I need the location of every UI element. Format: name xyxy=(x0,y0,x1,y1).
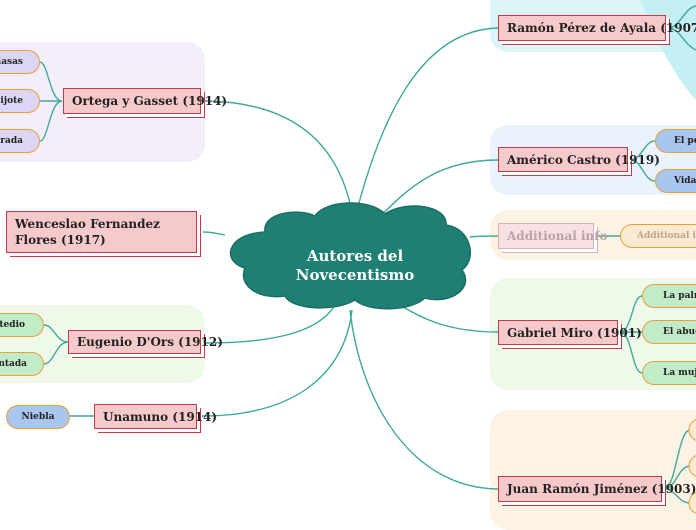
zone-jimenez xyxy=(490,410,696,530)
link-ortega-children xyxy=(39,61,63,142)
jimenez-child-3 xyxy=(688,492,696,514)
branch-jimenez[interactable]: Juan Ramón Jiménez (1903) xyxy=(498,476,696,502)
unamuno-child-niebla[interactable]: Niebla xyxy=(6,405,70,429)
ortega-child-masas[interactable]: masas xyxy=(0,50,40,74)
miro-child-mujer[interactable]: La muje xyxy=(642,361,696,385)
link-castro xyxy=(374,159,499,223)
ortega-child-brada[interactable]: brada xyxy=(0,129,40,153)
central-topic[interactable]: Autores del Novecentismo xyxy=(275,247,435,285)
branch-castro[interactable]: Américo Castro (1919) xyxy=(498,147,660,172)
dors-child-encantada[interactable]: antada xyxy=(0,352,44,376)
dors-child-tedio[interactable]: l tedio xyxy=(0,313,44,337)
link-additional xyxy=(469,235,499,238)
ortega-child-quijote[interactable]: uijote xyxy=(0,89,40,113)
branch-unamuno[interactable]: Unamuno (1914) xyxy=(94,404,217,429)
link-unamuno xyxy=(201,309,353,417)
branch-fernandez[interactable]: Wenceslao Fernandez Flores (1917) xyxy=(6,211,197,253)
link-fernandez xyxy=(202,231,226,236)
branch-dors[interactable]: Eugenio D'Ors (1912) xyxy=(68,330,223,354)
miro-child-abuelo[interactable]: El abuel xyxy=(642,320,696,344)
additional-info-child[interactable]: Additional inf xyxy=(620,224,696,248)
branch-additional-info[interactable]: Additional info xyxy=(498,223,607,249)
jimenez-child-2 xyxy=(688,455,696,477)
link-dors xyxy=(204,304,336,344)
branch-perez[interactable]: Ramón Pérez de Ayala (1907) xyxy=(498,15,696,41)
jimenez-child-1 xyxy=(688,419,696,441)
link-perez xyxy=(354,27,499,219)
link-miro-children xyxy=(619,295,643,374)
central-cloud xyxy=(229,202,472,310)
castro-child-1[interactable]: El pe xyxy=(655,129,696,153)
central-topic-line2: Novecentismo xyxy=(295,266,415,284)
miro-child-palma[interactable]: La palm xyxy=(642,284,696,308)
branch-ortega[interactable]: Ortega y Gasset (1914) xyxy=(63,88,227,114)
link-dors-children xyxy=(43,324,69,365)
link-jimenez xyxy=(349,309,499,490)
link-ortega xyxy=(204,100,354,219)
central-topic-line1: Autores del xyxy=(306,247,404,265)
castro-child-2[interactable]: Vida xyxy=(655,169,696,193)
link-castro-children xyxy=(629,140,656,182)
link-jimenez-children xyxy=(663,429,691,504)
branch-miro[interactable]: Gabriel Miro (1901) xyxy=(498,320,642,345)
link-perez-children xyxy=(667,5,696,51)
